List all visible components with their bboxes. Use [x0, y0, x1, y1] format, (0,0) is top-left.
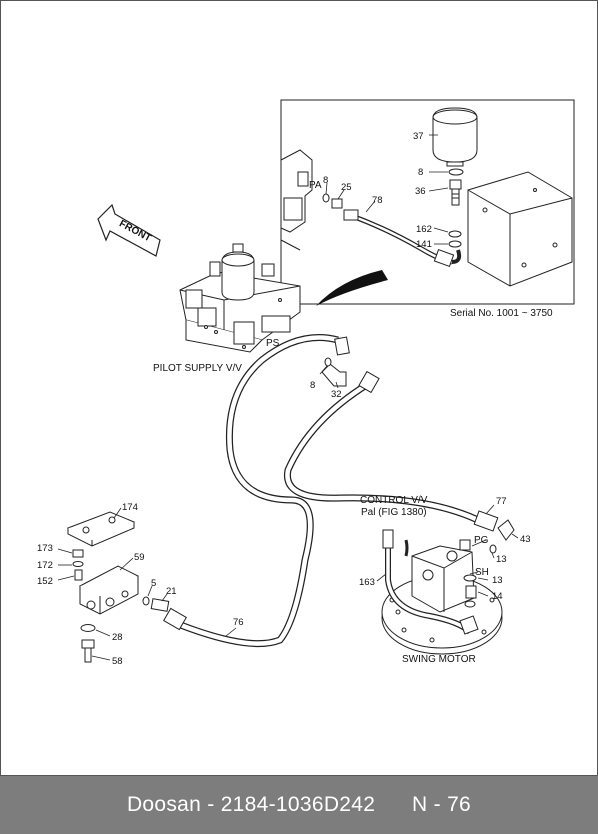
footer-separator: -	[201, 793, 221, 816]
callout-21: 21	[166, 586, 177, 597]
port-ps-label: PS	[266, 338, 280, 349]
callout-163: 163	[359, 577, 375, 588]
callout-8: 8	[310, 380, 315, 391]
callout-76: 76	[233, 617, 244, 628]
footer-brand: Doosan	[126, 793, 202, 816]
pilot-supply-valve-label: PILOT SUPPLY V/V	[153, 363, 242, 374]
port-pg-label: PG	[474, 535, 489, 546]
callout-13: 13	[492, 575, 503, 586]
diagram-labels: PILOT SUPPLY V/V CONTROL V/V Pal (FIG 13…	[153, 180, 553, 665]
callout-43: 43	[520, 534, 531, 545]
hose-78	[343, 209, 462, 268]
callout-13: 13	[496, 554, 507, 565]
leader-lines	[325, 134, 449, 245]
footer-bar: Doosan - 2184-1036D242 N - 76	[0, 776, 598, 834]
control-valve-label: CONTROL V/V	[360, 495, 428, 506]
nipple-fitting	[449, 179, 462, 206]
port-sh-label: SH	[475, 567, 489, 578]
main-hoses	[176, 334, 484, 648]
callout-162: 162	[416, 224, 432, 235]
callout-78: 78	[372, 195, 383, 206]
callout-36: 36	[415, 186, 426, 197]
parts-diagram: FRONT	[0, 0, 598, 776]
control-valve-ref-label: Pal (FIG 1380)	[361, 507, 427, 518]
port-pa-label: PA	[309, 180, 322, 191]
callout-32: 32	[331, 389, 342, 400]
serial-detail-inset	[280, 99, 575, 305]
callout-numbers: 37 8 36 8 25 78 162 141 8 32 174 173 172…	[37, 131, 531, 667]
connector-fitting	[331, 198, 343, 209]
o-ring	[448, 168, 464, 176]
callout-28: 28	[112, 632, 123, 643]
callout-25: 25	[341, 182, 352, 193]
swing-motor	[376, 529, 503, 655]
footer-spacer	[375, 793, 412, 817]
callout-172: 172	[37, 560, 53, 571]
inset-valve-fragment	[280, 149, 313, 251]
o-ring	[322, 193, 330, 203]
callout-77: 77	[496, 496, 507, 507]
callout-174: 174	[122, 502, 138, 513]
callout-8: 8	[323, 175, 328, 186]
filter-element	[432, 107, 478, 167]
seal-washer	[448, 230, 462, 238]
inset-bracket	[467, 171, 573, 287]
callout-8: 8	[418, 167, 423, 178]
footer-page: N - 76	[412, 793, 472, 816]
pilot-fittings	[319, 336, 380, 394]
callout-14: 14	[492, 591, 503, 602]
seal-washer	[448, 240, 462, 248]
left-block-assembly	[57, 507, 237, 663]
detail-pointer	[316, 270, 388, 306]
callout-5: 5	[151, 578, 156, 589]
callout-59: 59	[134, 552, 145, 563]
callout-58: 58	[112, 656, 123, 667]
callout-152: 152	[37, 576, 53, 587]
footer-part-number: 2184-1036D242	[220, 793, 376, 816]
callout-37: 37	[413, 131, 424, 142]
callout-173: 173	[37, 543, 53, 554]
pilot-supply-valve	[179, 243, 301, 353]
control-valve-fittings	[473, 504, 519, 541]
callout-141: 141	[416, 239, 432, 250]
swing-motor-label: SWING MOTOR	[402, 654, 476, 665]
serial-range-label: Serial No. 1001 ~ 3750	[450, 308, 553, 319]
